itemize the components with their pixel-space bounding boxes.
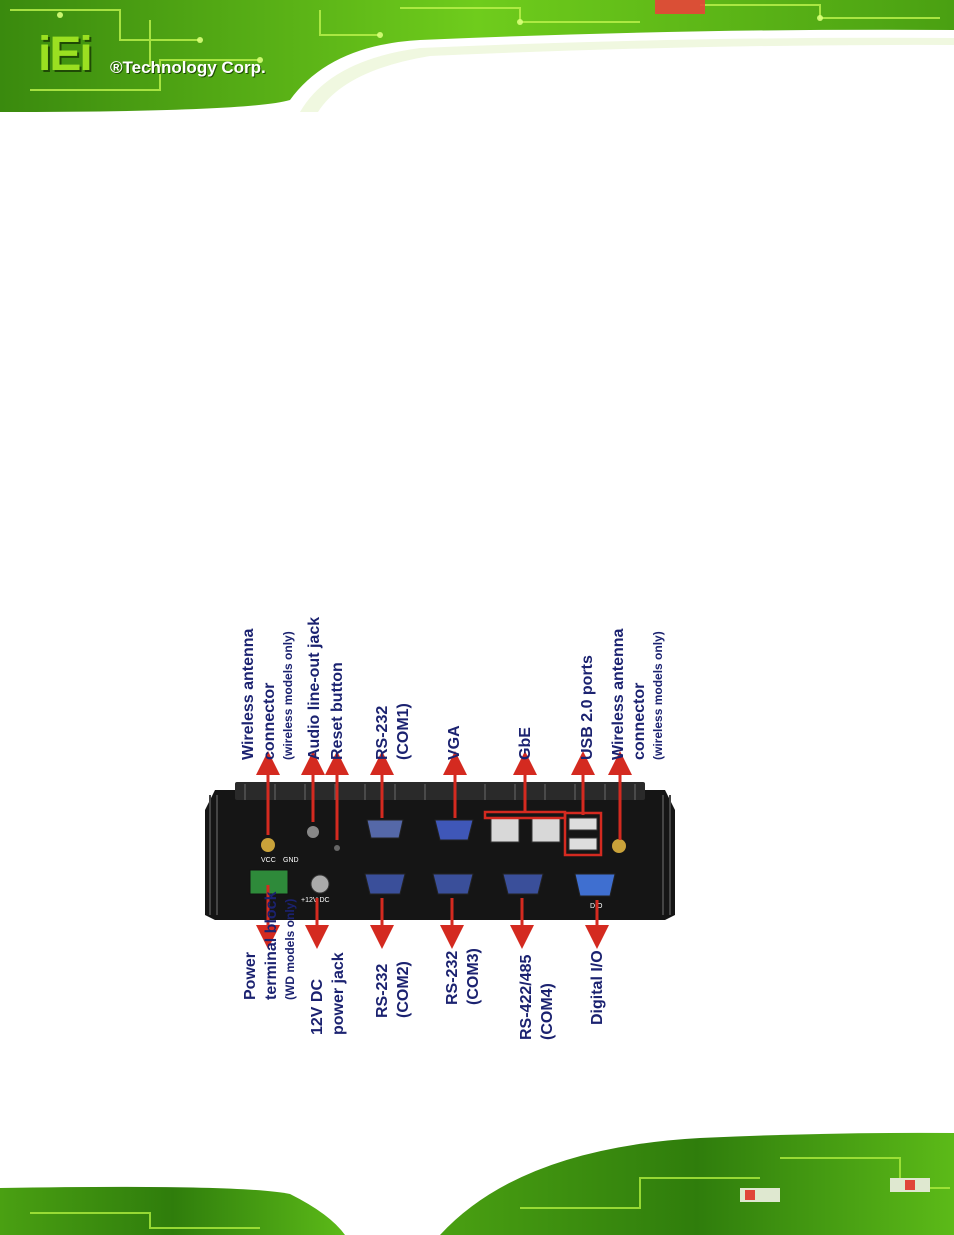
- label-wireless-right: Wireless antenna connector (wireless mod…: [610, 628, 665, 760]
- vcc-mark: VCC: [261, 857, 276, 864]
- label-power-block: Power terminal block (WD models only): [242, 891, 297, 1000]
- footer-banner: [0, 1128, 954, 1235]
- company-name: ®Technology Corp.: [110, 58, 266, 77]
- gnd-mark: GND: [283, 857, 299, 864]
- audio-jack: [307, 826, 319, 838]
- label-wireless-left: Wireless antenna connector (wireless mod…: [240, 628, 295, 760]
- com1-port: [366, 819, 404, 839]
- gbe-port-1: [490, 817, 520, 843]
- usb-port-2: [568, 837, 598, 851]
- label-com3: RS-232 (COM3): [444, 948, 482, 1005]
- dc-mark: +12V DC: [301, 897, 330, 904]
- vga-port: [434, 819, 474, 841]
- label-audio: Audio line-out jack: [306, 616, 323, 760]
- com4-port: [502, 873, 544, 895]
- com2-port: [364, 873, 406, 895]
- label-com4: RS-422/485 (COM4): [518, 954, 556, 1040]
- label-vga: VGA: [446, 725, 463, 760]
- reset-hole: [334, 845, 340, 851]
- header-banner: [0, 0, 954, 112]
- dc-jack: [310, 874, 330, 894]
- label-reset: Reset button: [329, 662, 346, 760]
- com3-port: [432, 873, 474, 895]
- antenna-right-port: [612, 839, 626, 853]
- usb-port-1: [568, 817, 598, 831]
- gbe-port-2: [531, 817, 561, 843]
- label-com1: RS-232 (COM1): [374, 703, 412, 760]
- label-usb: USB 2.0 ports: [579, 655, 596, 760]
- label-dio: Digital I/O: [589, 950, 606, 1025]
- label-dc-jack: 12V DC power jack: [309, 952, 347, 1035]
- label-gbe: GbE: [517, 727, 534, 760]
- antenna-left-port: [261, 838, 275, 852]
- iei-logo: iEi: [38, 28, 93, 81]
- label-com2: RS-232 (COM2): [374, 961, 412, 1018]
- dio-port: [574, 873, 616, 897]
